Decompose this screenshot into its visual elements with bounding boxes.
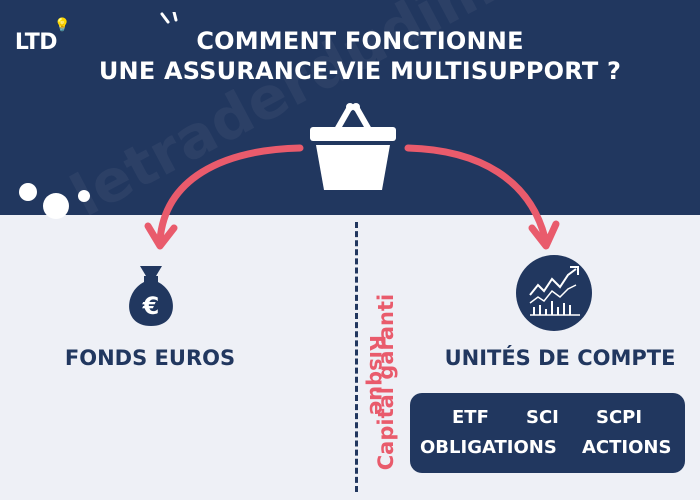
basket-icon (310, 103, 396, 190)
uc-item-etf: ETF (452, 407, 489, 428)
fonds-euros-label: FONDS EUROS (64, 346, 236, 370)
logo-text: LTD (14, 30, 58, 55)
title-line-2: UNE ASSURANCE-VIE MULTISUPPORT ? (98, 57, 622, 85)
title-line-1: COMMENT FONCTIONNE (196, 27, 524, 55)
dashed-divider (355, 222, 358, 492)
uc-item-sci: SCI (526, 407, 559, 428)
lightbulb-icon: 💡 (54, 18, 71, 33)
decorative-dots (19, 183, 90, 219)
logo: LTD 💡 (10, 18, 70, 64)
uc-item-scpi: SCPI (596, 407, 643, 428)
unites-de-compte-label: UNITÉS DE COMPTE (444, 346, 676, 370)
risque-label: Risque (365, 334, 389, 416)
sparkle-decoration-icon (160, 12, 178, 24)
money-bag-euro-icon: € (129, 266, 173, 326)
stock-chart-icon (516, 255, 592, 331)
uc-item-actions: ACTIONS (582, 437, 672, 458)
flow-arrows (144, 144, 560, 250)
page-title: COMMENT FONCTIONNE UNE ASSURANCE-VIE MUL… (80, 26, 640, 86)
svg-text:€: € (142, 292, 160, 320)
uc-item-obligations: OBLIGATIONS (420, 437, 557, 458)
uc-support-box: ETF SCI SCPI OBLIGATIONS ACTIONS (410, 393, 685, 473)
